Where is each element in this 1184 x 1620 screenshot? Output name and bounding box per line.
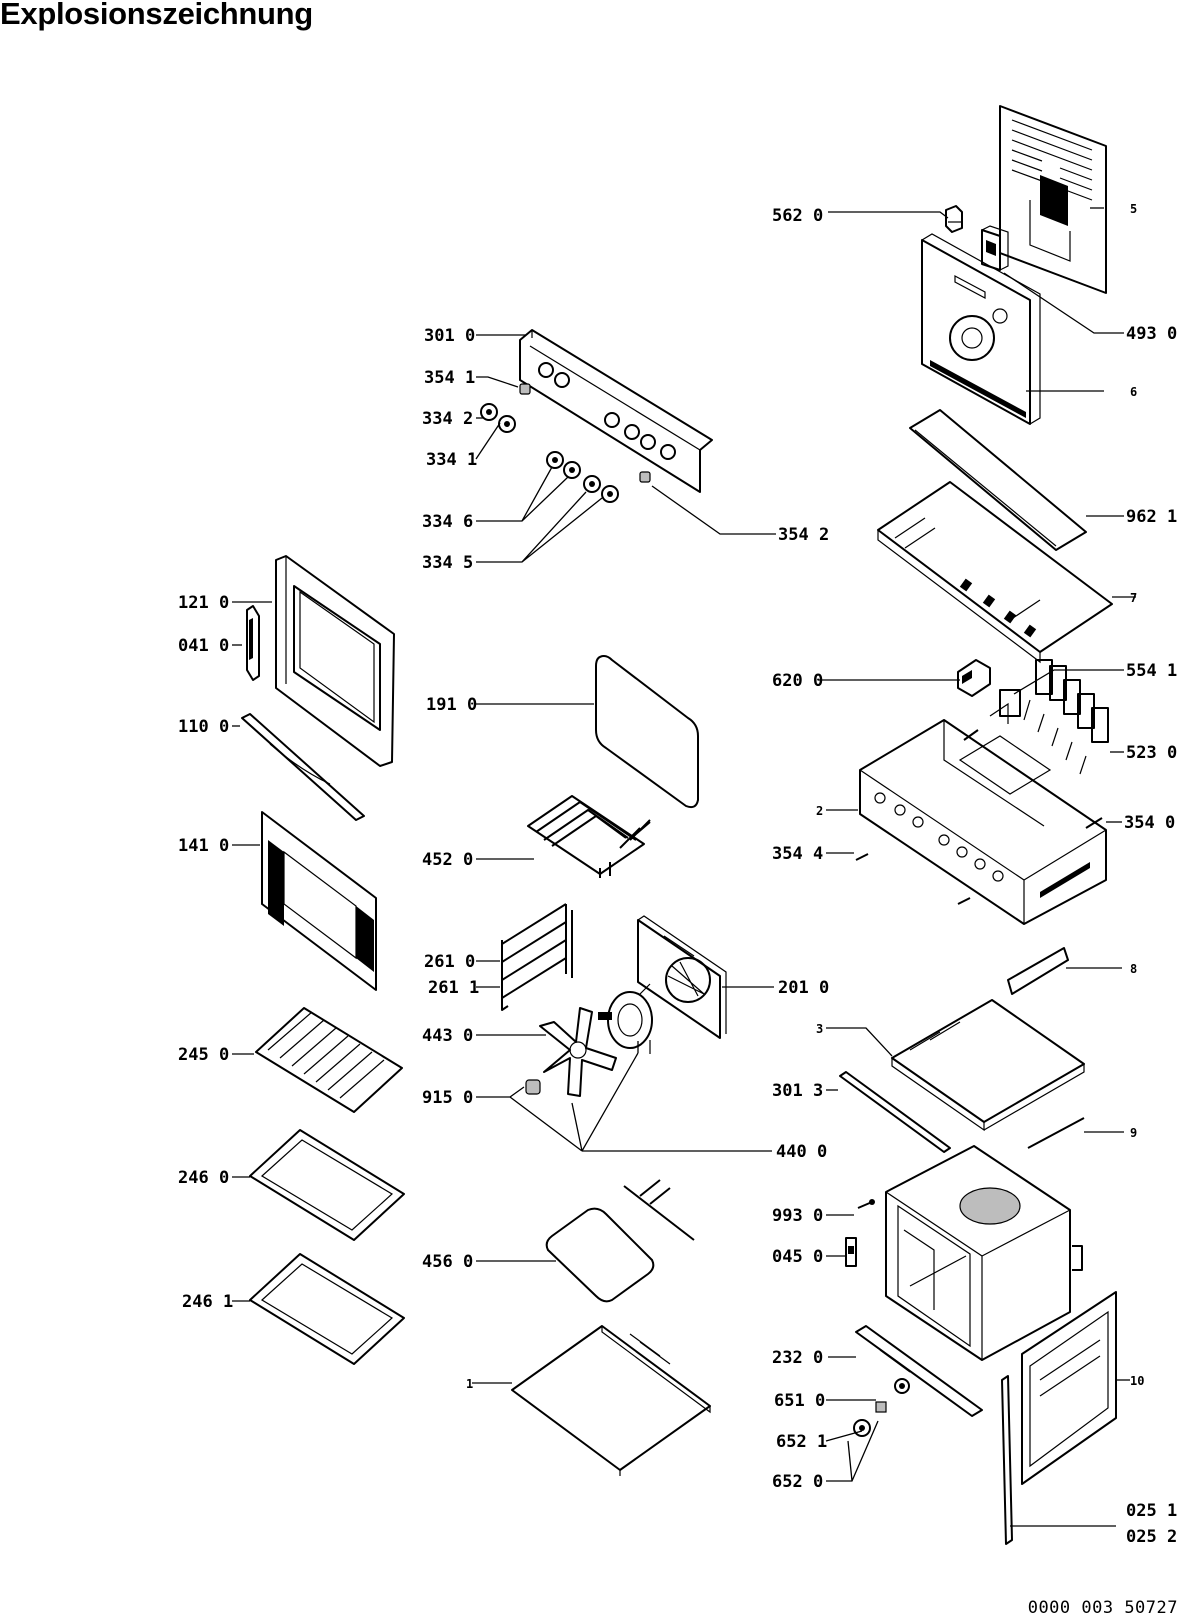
- part-rod-9: [1027, 1117, 1085, 1149]
- label-334-6: 334 6: [422, 512, 473, 532]
- label-354-0: 354 0: [1124, 813, 1175, 833]
- label-261-1: 261 1: [428, 978, 479, 998]
- part-246-1-tray: [249, 1253, 405, 1365]
- part-025-strip: [1001, 1375, 1013, 1545]
- label-246-0: 246 0: [178, 1168, 229, 1188]
- part-562-0-bracket: [945, 205, 963, 233]
- label-562-0: 562 0: [772, 206, 823, 226]
- label-045-0: 045 0: [772, 1247, 823, 1267]
- label-493-0: 493 0: [1126, 324, 1177, 344]
- part-493-0-cover: [981, 225, 1009, 271]
- part-back-plate-6: [921, 233, 1041, 425]
- part-top-plate-7: [877, 481, 1113, 664]
- label-354-2: 354 2: [778, 525, 829, 545]
- label-245-0: 245 0: [178, 1045, 229, 1065]
- label-201-0: 201 0: [778, 978, 829, 998]
- label-246-1: 246 1: [182, 1292, 233, 1312]
- part-440-0-motor: [598, 983, 653, 1054]
- label-301-3: 301 3: [772, 1081, 823, 1101]
- label-993-0: 993 0: [772, 1206, 823, 1226]
- label-962-1: 962 1: [1126, 507, 1177, 527]
- label-440-0: 440 0: [776, 1142, 827, 1162]
- part-456-0-rotisserie: [545, 1179, 695, 1303]
- part-knobs: [480, 383, 651, 503]
- label-915-0: 915 0: [422, 1088, 473, 1108]
- part-121-0-door-frame: [275, 555, 395, 767]
- part-201-0-fan-cover: [637, 915, 727, 1039]
- label-9: 9: [1130, 1126, 1137, 1140]
- label-354-1: 354 1: [424, 368, 475, 388]
- part-rear-cover-5: [999, 105, 1107, 294]
- part-452-0-grill-element: [527, 795, 651, 878]
- label-301-0: 301 0: [424, 326, 475, 346]
- part-041-0-hinge: [246, 605, 260, 681]
- label-334-2: 334 2: [422, 409, 473, 429]
- label-141-0: 141 0: [178, 836, 229, 856]
- part-915-0-cap: [525, 1079, 541, 1095]
- label-620-0: 620 0: [772, 671, 823, 691]
- label-6: 6: [1130, 385, 1137, 399]
- part-side-frame-10: [1021, 1291, 1117, 1485]
- label-456-0: 456 0: [422, 1252, 473, 1272]
- label-554-1: 554 1: [1126, 661, 1177, 681]
- label-652-0: 652 0: [772, 1472, 823, 1492]
- page-title: Explosionszeichnung: [0, 0, 313, 31]
- label-8: 8: [1130, 962, 1137, 976]
- label-334-5: 334 5: [422, 553, 473, 573]
- document-number: 0000 003 50727: [1027, 1598, 1178, 1618]
- part-045-0-latch: [845, 1237, 857, 1267]
- label-334-1: 334 1: [426, 450, 477, 470]
- part-housing-2: [859, 719, 1107, 925]
- part-261-side-rails: [501, 903, 573, 1011]
- part-232-0-frame-strip: [855, 1325, 983, 1417]
- part-246-0-tray: [249, 1129, 405, 1241]
- label-7: 7: [1130, 591, 1137, 605]
- leader-lines: [232, 207, 1136, 1527]
- label-5: 5: [1130, 202, 1137, 216]
- label-10: 10: [1130, 1374, 1144, 1388]
- part-651-652-knobs: [853, 1378, 910, 1437]
- label-2: 2: [816, 804, 823, 818]
- part-switch-block: [989, 659, 1109, 775]
- label-3: 3: [816, 1022, 823, 1036]
- label-261-0: 261 0: [424, 952, 475, 972]
- part-443-0-fan: [539, 1007, 617, 1097]
- label-443-0: 443 0: [422, 1026, 473, 1046]
- part-pins: [855, 729, 1103, 905]
- part-245-0-grill-tray: [255, 1007, 403, 1113]
- part-oven-cavity: [885, 1145, 1083, 1361]
- part-labels: 562 0 5 493 0 6 301 0 354 1 334 2 334 1 …: [178, 202, 1177, 1547]
- label-1: 1: [466, 1377, 473, 1391]
- label-652-1: 652 1: [776, 1432, 827, 1452]
- part-993-0-screw: [857, 1199, 875, 1209]
- part-191-0-seal: [595, 655, 699, 809]
- label-025-2: 025 2: [1126, 1527, 1177, 1547]
- label-354-4: 354 4: [772, 844, 823, 864]
- label-232-0: 232 0: [772, 1348, 823, 1368]
- part-141-0-outer-glass: [261, 811, 377, 991]
- label-452-0: 452 0: [422, 850, 473, 870]
- part-bottom-plate-1: [511, 1325, 711, 1476]
- part-301-3-strip: [839, 1071, 951, 1153]
- label-121-0: 121 0: [178, 593, 229, 613]
- label-523-0: 523 0: [1126, 743, 1177, 763]
- part-962-1-seal: [909, 409, 1087, 551]
- part-301-0-control-panel: [519, 329, 713, 493]
- label-191-0: 191 0: [426, 695, 477, 715]
- part-bracket-8: [1007, 947, 1069, 995]
- label-110-0: 110 0: [178, 717, 229, 737]
- part-top-panel-3: [891, 999, 1085, 1132]
- label-025-1: 025 1: [1126, 1501, 1177, 1521]
- label-041-0: 041 0: [178, 636, 229, 656]
- label-651-0: 651 0: [774, 1391, 825, 1411]
- part-620-0-connector: [957, 659, 991, 697]
- part-110-0-handle: [241, 713, 365, 821]
